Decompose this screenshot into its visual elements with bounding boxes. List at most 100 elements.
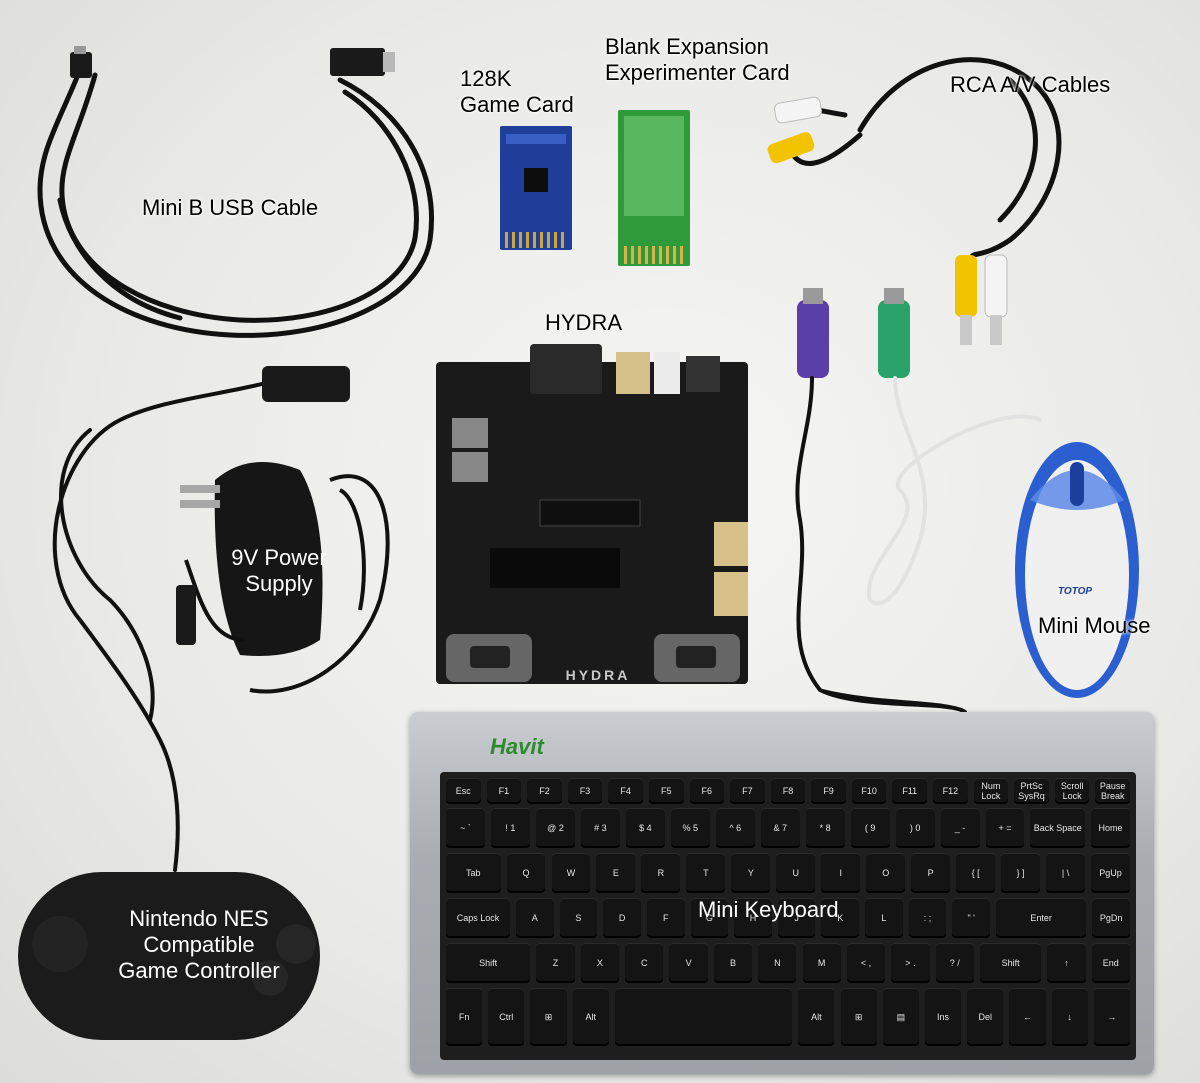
key-2-1[interactable]: Q [506,853,546,893]
key-1-4[interactable]: $ 4 [625,808,665,848]
key-3-13[interactable]: PgDn [1092,898,1130,938]
key-5-7[interactable]: ▤ [882,988,919,1046]
key-5-5[interactable]: Alt [798,988,835,1046]
key-5-6[interactable]: ⊞ [840,988,877,1046]
key-2-3[interactable]: E [596,853,636,893]
key-1-6[interactable]: ^ 6 [715,808,755,848]
board-brand-logo: HYDRA [565,667,631,683]
key-2-6[interactable]: Y [731,853,771,893]
key-2-0[interactable]: Tab [446,853,501,893]
key-4-0[interactable]: Shift [446,943,531,983]
key-1-0[interactable]: ~ ` [446,808,485,848]
controller-label: Nintendo NES Compatible Game Controller [104,906,294,984]
key-1-1[interactable]: ! 1 [490,808,530,848]
key-0-4[interactable]: F4 [608,778,643,804]
key-5-10[interactable]: ← [1009,988,1046,1046]
key-0-1[interactable]: F1 [486,778,522,804]
key-5-11[interactable]: ↓ [1051,988,1088,1046]
key-0-2[interactable]: F2 [527,778,562,804]
key-0-13[interactable]: Num Lock [973,778,1009,804]
key-3-0[interactable]: Caps Lock [446,898,510,938]
key-2-11[interactable]: { [ [956,853,996,893]
controller-label-line-2: Compatible [143,932,255,957]
key-3-5[interactable]: G [690,898,729,938]
key-0-3[interactable]: F3 [567,778,603,804]
key-4-11[interactable]: Shift [979,943,1042,983]
key-4-1[interactable]: Z [536,943,575,983]
key-1-8[interactable]: * 8 [805,808,845,848]
game-card-label-line-2: Game Card [460,92,574,117]
key-2-13[interactable]: | \ [1046,853,1086,893]
key-4-3[interactable]: C [625,943,664,983]
key-3-8[interactable]: K [821,898,860,938]
key-5-2[interactable]: ⊞ [530,988,567,1046]
key-3-9[interactable]: L [865,898,903,938]
key-2-8[interactable]: I [821,853,861,893]
key-2-12[interactable]: } ] [1001,853,1041,893]
key-4-4[interactable]: V [669,943,708,983]
key-0-5[interactable]: F5 [648,778,684,804]
key-4-7[interactable]: M [802,943,841,983]
key-4-2[interactable]: X [580,943,620,983]
key-2-2[interactable]: W [551,853,591,893]
key-3-4[interactable]: F [646,898,685,938]
key-4-10[interactable]: ? / [935,943,974,983]
key-4-9[interactable]: > . [891,943,930,983]
ps2-plug-icon [797,288,910,378]
key-2-4[interactable]: R [641,853,681,893]
key-1-10[interactable]: ) 0 [895,808,935,848]
key-5-8[interactable]: Ins [924,988,962,1046]
key-5-0[interactable]: Fn [446,988,483,1046]
key-5-1[interactable]: Ctrl [488,988,525,1046]
key-1-9[interactable]: ( 9 [850,808,890,848]
key-0-14[interactable]: PrtSc SysRq [1014,778,1049,804]
key-1-3[interactable]: # 3 [580,808,620,848]
expansion-card-label-line-2: Experimenter Card [605,60,790,85]
key-1-2[interactable]: @ 2 [535,808,575,848]
key-2-5[interactable]: T [686,853,726,893]
key-3-10[interactable]: : ; [908,898,947,938]
key-0-7[interactable]: F7 [730,778,765,804]
key-3-12[interactable]: Enter [996,898,1087,938]
key-1-12[interactable]: + = [985,808,1025,848]
key-3-6[interactable]: H [734,898,772,938]
key-3-2[interactable]: S [559,898,598,938]
key-2-9[interactable]: O [866,853,906,893]
key-2-7[interactable]: U [776,853,816,893]
key-1-13[interactable]: Back Space [1030,808,1086,848]
key-1-5[interactable]: % 5 [670,808,710,848]
key-0-10[interactable]: F10 [851,778,887,804]
key-2-14[interactable]: PgUp [1091,853,1130,893]
key-2-10[interactable]: P [911,853,951,893]
rca-plug-icon [767,96,1008,345]
key-5-3[interactable]: Alt [572,988,609,1046]
mini-usb-plug-icon [70,46,92,78]
key-4-5[interactable]: B [713,943,753,983]
key-0-9[interactable]: F9 [811,778,846,804]
key-1-7[interactable]: & 7 [760,808,800,848]
key-3-7[interactable]: J [777,898,816,938]
key-5-12[interactable]: → [1093,988,1130,1046]
key-4-6[interactable]: N [758,943,797,983]
key-5-4[interactable] [614,988,793,1046]
key-0-12[interactable]: F12 [933,778,968,804]
key-4-12[interactable]: ↑ [1047,943,1086,983]
key-0-6[interactable]: F6 [689,778,725,804]
key-1-11[interactable]: _ - [940,808,980,848]
key-4-8[interactable]: < , [846,943,886,983]
key-4-13[interactable]: End [1091,943,1130,983]
key-0-16[interactable]: Pause Break [1095,778,1130,804]
key-1-14[interactable]: Home [1091,808,1130,848]
key-3-1[interactable]: A [515,898,554,938]
key-3-3[interactable]: D [603,898,641,938]
key-5-9[interactable]: Del [967,988,1004,1046]
power-supply [176,462,390,694]
key-0-0[interactable]: Esc [446,778,481,804]
key-3-11[interactable]: " ' [952,898,990,938]
expansion-card-label: Blank Expansion Experimenter Card [605,34,790,86]
key-0-15[interactable]: Scroll Lock [1054,778,1090,804]
key-0-11[interactable]: F11 [892,778,928,804]
controller-label-line-3: Game Controller [118,958,280,983]
key-0-8[interactable]: F8 [770,778,806,804]
